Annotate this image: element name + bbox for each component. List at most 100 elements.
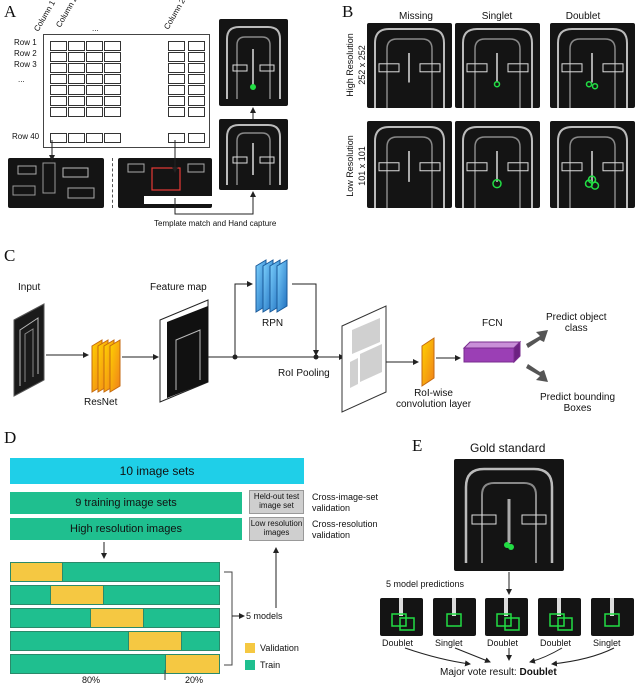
chip-zoom-left [8,158,104,208]
rpn-label: RPN [262,318,284,329]
chip-cell [86,85,103,95]
chip-cell [104,121,119,129]
chip-cell [168,133,185,143]
chip-cell [68,85,85,95]
chip-cell [124,121,139,129]
prediction-image [380,598,423,636]
prediction-label: Singlet [435,638,463,648]
prediction-label: Doublet [382,638,414,648]
legend-validation-swatch [245,643,255,653]
image-sets-bar: 10 image sets [10,458,304,484]
arrow-box-icon [526,364,548,382]
column-1-label: Column 1 [32,0,58,33]
chip-cell [168,96,185,106]
chip-cell [188,41,205,51]
chip-cell [168,74,185,84]
roi-conv-label: RoI-wise convolution layer [396,388,472,410]
prediction-label: Doublet [540,638,572,648]
chip-cell [188,52,205,62]
chip-art [557,28,628,108]
column-20-label: Column 20 [162,0,190,31]
heldout-box: Held-out test image set [249,490,304,514]
row-2-label: Row 2 [14,49,37,58]
chip-art [462,126,533,208]
row-40-label: Row 40 [12,132,40,141]
gold-standard-image [454,459,564,571]
chip-cell [86,107,103,117]
chip-cell [188,107,205,117]
chip-cell [86,52,103,62]
low-res-box: Low resolution images [249,517,304,541]
chip-cell [104,85,121,95]
high-res-missing-image [367,23,452,108]
chip-cell [124,52,139,60]
legend-train-swatch [245,660,255,670]
fold-validation-bar [127,631,183,651]
prediction-label: Singlet [593,638,621,648]
col-doublet-label: Doublet [565,11,601,22]
chip-cell [50,85,67,95]
resnet-block [91,339,121,393]
prediction-image [485,598,528,636]
five-models-label: 5 models [246,611,283,621]
chip-cell [86,63,103,73]
chip-cell [124,96,139,104]
col-missing-label: Missing [399,11,433,22]
chip-cell [50,96,67,106]
roi-pooling-label: RoI Pooling [278,368,330,379]
chip-cell [50,63,67,73]
chip-cell [50,52,67,62]
fold-validation-bar [49,585,105,605]
fcn-label: FCN [482,318,503,329]
column-2-label: Column 2 [54,0,80,29]
chip-cell [168,107,185,117]
chip-cell [86,74,103,84]
low-res-singlet-image [455,121,540,208]
chip-cell [68,107,85,117]
arrow-class-icon [526,330,548,348]
fcn-block [462,340,522,364]
prediction-art [604,598,620,627]
chip-cell [188,74,205,84]
chip-art [462,28,533,108]
chip-cell [68,41,85,51]
row-ellipsis: ... [18,75,25,84]
chip-art [374,126,445,208]
panel-e-label: E [412,436,423,455]
panel-a-label: A [4,2,17,21]
chip-cell [104,133,121,143]
chip-cell [50,121,65,129]
fold-validation-bar [89,608,145,628]
chip-cell [86,121,101,129]
chip-cell [168,41,185,51]
cross-set-label: Cross-image-set validation [312,492,379,513]
chip-cell [124,63,139,71]
chip-cell [124,133,139,141]
low-res-missing-image [367,121,452,208]
chip-cell [68,52,85,62]
chip-cell [104,96,121,106]
prediction-art [549,598,573,631]
chip-cell [188,133,205,143]
predict-box-label: Predict bounding Boxes [540,392,616,414]
vote-prefix: Major vote result: [440,667,520,678]
vote-result: Major vote result: Doublet [440,667,557,678]
feature-map-label: Feature map [150,282,207,293]
roi-pooling-map [341,305,387,413]
chip-cell [188,121,203,129]
chip-cell [104,52,121,62]
chip-cell [68,63,85,73]
template-match-caption: Template match and Hand capture [154,219,277,228]
fold-train-bar [10,631,220,651]
roi-conv-block [421,337,435,387]
prediction-label: Doublet [487,638,519,648]
panel-c-label: C [4,246,16,265]
chip-art [374,28,445,108]
chip-cell [168,85,185,95]
chip-cell [86,133,103,143]
chip-cell [68,133,85,143]
prediction-image [591,598,634,636]
chip-grid [43,34,210,148]
row-1-label: Row 1 [14,38,37,47]
chip-cell [86,41,103,51]
